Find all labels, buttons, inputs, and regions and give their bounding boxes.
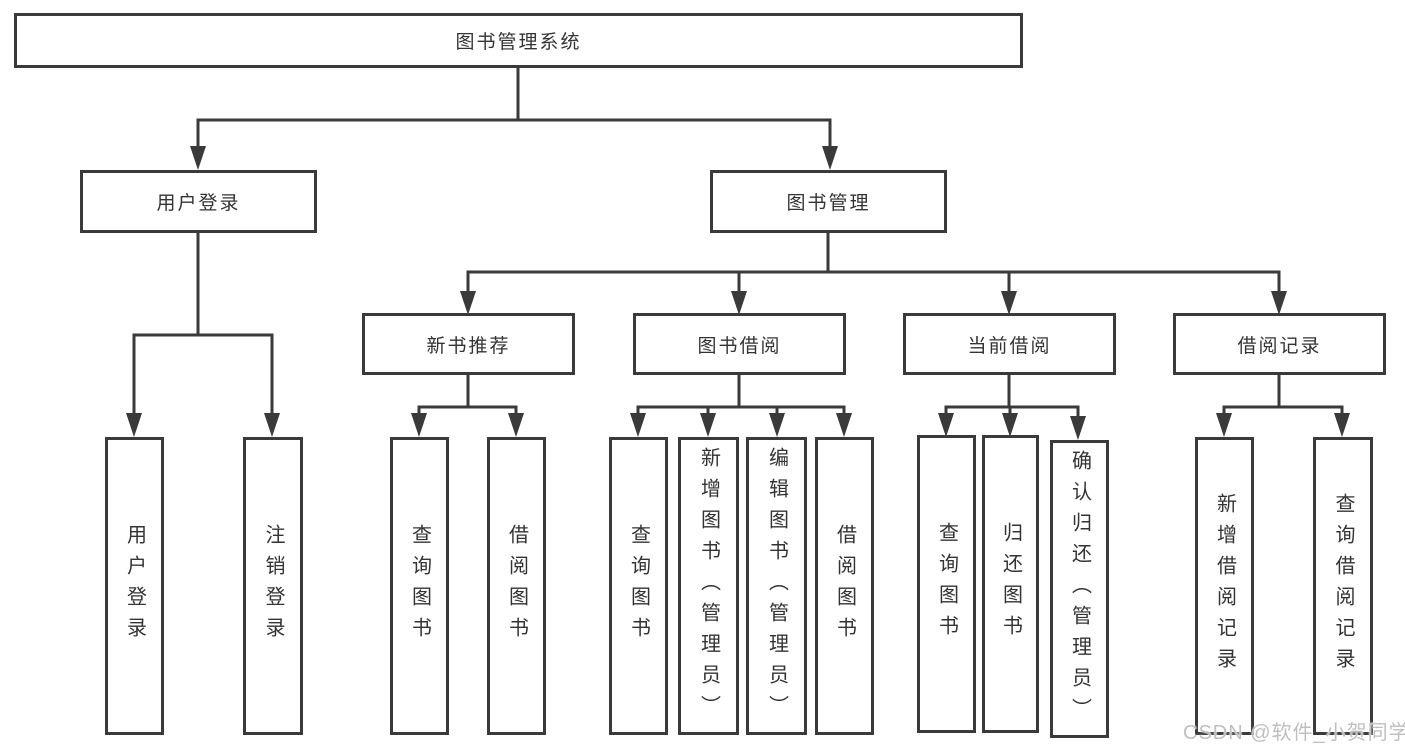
leaf-borrow-book-1: 借阅图书 [487,437,546,735]
leaf-confirm-return-admin: 确认归还（管理员） [1050,440,1109,738]
leaf-borrow-book-2: 借阅图书 [815,437,874,735]
leaf-return-book: 归还图书 [982,435,1039,733]
leaf-logout: 注销登录 [243,437,303,735]
leaf-query-book-3: 查询图书 [917,435,976,733]
connector-user-login [132,233,274,416]
leaf-query-book-2: 查询图书 [609,437,668,735]
leaf-query-book-1: 查询图书 [390,437,449,735]
connector-borrow-records [1222,375,1344,416]
leaf-add-book-admin: 新增图书（管理员） [678,437,739,735]
connector-root [196,68,832,150]
node-current-borrow: 当前借阅 [903,313,1116,375]
node-borrow-records: 借阅记录 [1173,313,1386,375]
leaf-add-borrow-record: 新增借阅记录 [1195,437,1254,735]
node-book-borrow: 图书借阅 [633,313,846,375]
node-book-mgmt: 图书管理 [710,170,947,233]
leaf-user-login: 用户登录 [105,437,164,735]
node-new-book-rec: 新书推荐 [362,313,575,375]
connector-book-borrow [636,375,846,416]
connector-current-borrow [944,375,1080,418]
node-user-login: 用户登录 [80,170,317,233]
node-root: 图书管理系统 [14,13,1023,68]
leaf-query-borrow-record: 查询借阅记录 [1313,437,1373,735]
connector-book-mgmt [466,233,1281,294]
connector-new-book [417,375,518,416]
leaf-edit-book-admin: 编辑图书（管理员） [746,437,807,735]
